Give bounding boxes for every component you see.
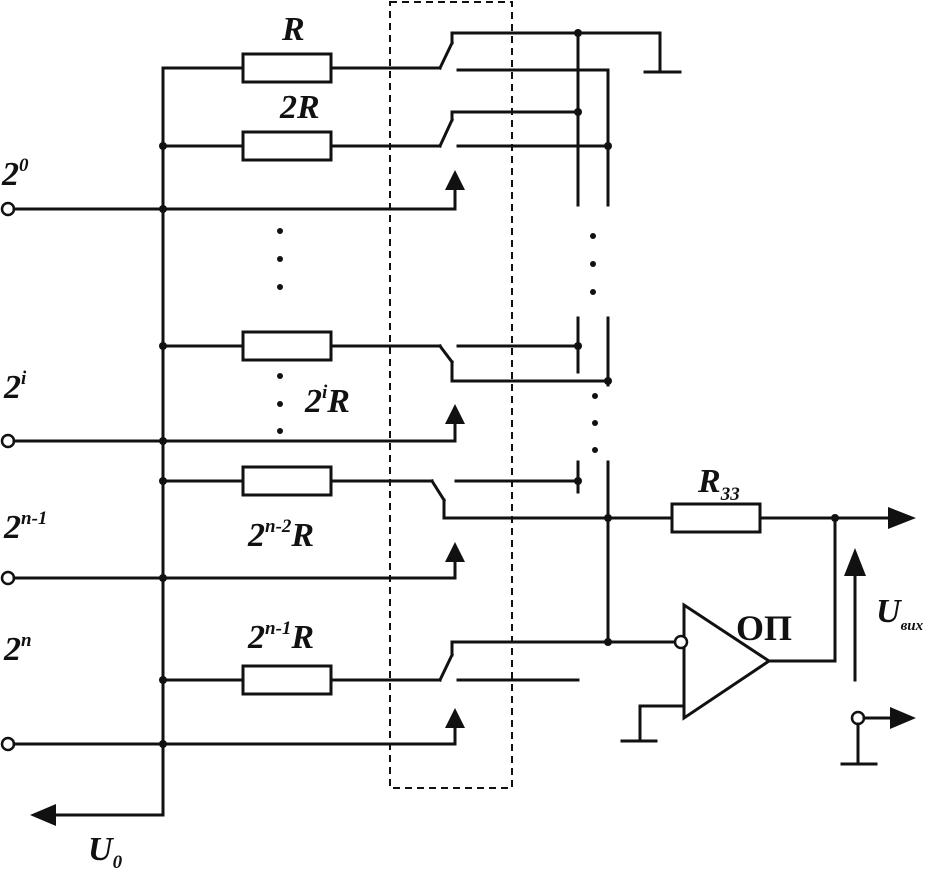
switch-2n-2-r [429,478,447,503]
resistor-2n-1-r [241,664,333,696]
label-input-2-i: 2i [3,368,27,406]
branch-2i-r [161,330,610,383]
resistor-ellipsis-dot [277,256,283,262]
resistor-2n-2-r [241,465,333,497]
label-2i-r: 2iR [304,382,350,420]
resistor-ellipsis-dot [277,401,283,407]
opamp-triangle [682,602,772,721]
bus-ellipsis-dot [592,393,598,399]
switch-r [437,40,455,71]
branch-2n-1-r [161,640,682,696]
uout-voltage-arrow-icon [844,548,866,576]
switch-2i-r [437,343,455,365]
input-line-2-0 [0,170,465,217]
resistor-2r [241,130,333,162]
resistor-ellipsis-dot [277,228,283,234]
label-r: R [281,11,305,48]
left-bus-junctions [159,142,167,748]
u0-arrow-icon [30,804,56,826]
resistor-r [241,52,333,84]
control-arrow-icon [445,404,465,424]
right-bus-junctions [574,29,839,646]
input-line-2-n-1 [0,542,465,586]
resistor-ellipsis-dot [277,428,283,434]
bus-ellipsis-dot [592,447,598,453]
switch-2n-1-r [437,652,455,683]
output-terminal-arrow-icon [890,707,916,729]
resistor-ellipsis-dot [277,373,283,379]
switch-2r [438,118,454,148]
branch-2n-2-r [161,465,674,520]
input-terminal-2-0[interactable] [0,201,16,217]
resistor-feedback-r33 [670,502,762,534]
input-terminal-2-i[interactable] [0,433,16,449]
bus-ellipsis-dot [590,289,596,295]
label-2r: 2R [279,89,320,126]
label-input-2-n: 2n [3,630,32,668]
label-opamp: ОП [736,608,792,648]
switch-block-outline [389,1,513,789]
input-line-2-i [0,404,465,449]
label-2n-1-r: 2n-1R [247,618,314,656]
label-u0: U0 [88,831,123,871]
label-r33: R33 [697,463,740,505]
bus-ellipsis-dot [590,261,596,267]
resistor-2i-r [241,330,333,362]
bus-ellipsis-dot [590,233,596,239]
control-arrow-icon [445,542,465,562]
label-uout: Uвих [876,593,924,634]
control-arrow-icon [445,708,465,728]
input-line-2-n [0,708,465,752]
branch-r [161,31,610,84]
output-terminal[interactable] [850,710,866,726]
opamp-inverting-input [673,634,689,650]
bus-ellipsis-dot [592,420,598,426]
output-arrow-icon [888,507,916,529]
label-input-2-n-1: 2n-1 [3,508,47,546]
label-input-2-0: 20 [1,155,29,193]
input-terminal-2-n-1[interactable] [0,570,16,586]
branch-2r [161,110,610,162]
label-2n-2-r: 2n-2R [247,516,314,554]
input-terminal-2-n[interactable] [0,736,16,752]
control-arrow-icon [445,170,465,190]
resistor-ellipsis-dot [277,284,283,290]
